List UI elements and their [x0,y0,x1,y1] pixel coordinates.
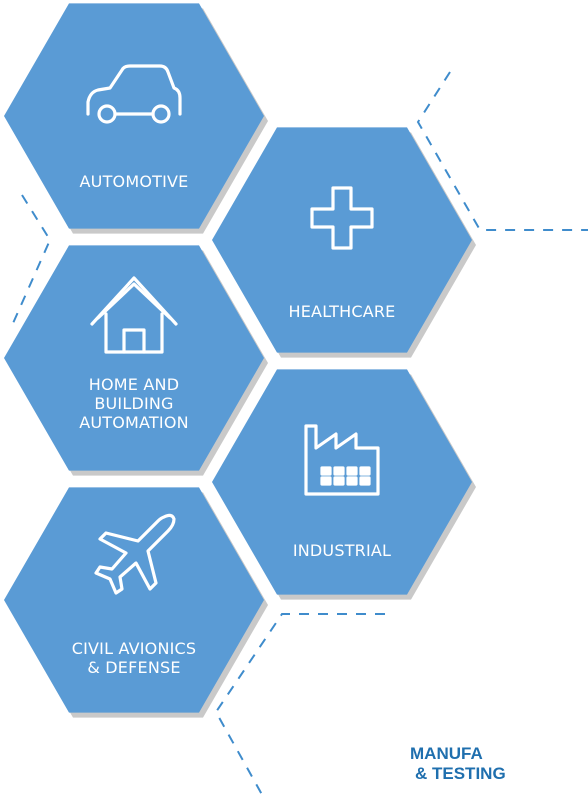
hex-shape [212,127,472,353]
car-icon [86,64,182,124]
caption-line-2: & TESTING [415,764,506,783]
caption-line-1: MANUFA [410,744,483,763]
connector-left-top [9,194,52,331]
connector-bottom [214,613,385,801]
connector-upper-right [416,71,588,231]
hex-shape [4,245,264,471]
hex-automotive[interactable] [4,3,268,234]
hex-healthcare[interactable] [212,127,476,358]
factory-icon [304,424,380,496]
hex-industrial[interactable] [212,369,476,600]
hex-avionics[interactable] [4,487,268,718]
house-icon [90,276,178,354]
airplane-icon [94,513,176,595]
medical-cross-icon [310,186,374,250]
dashed-connectors [9,71,588,801]
hex-home[interactable] [4,245,268,476]
hex-shape [4,487,264,713]
hex-shape [4,3,264,229]
section-caption: MANUFA & TESTING [410,744,588,784]
